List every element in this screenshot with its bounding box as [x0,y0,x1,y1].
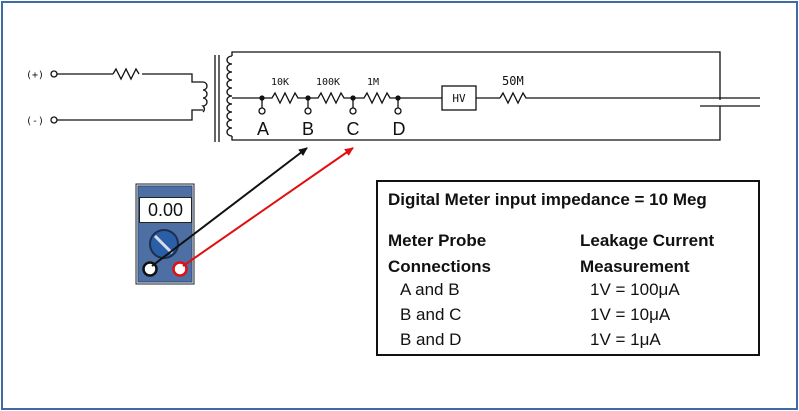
probe-lead-common [151,147,308,267]
resistor-100k-label: 100K [316,77,340,88]
row-connection: A and B [400,280,460,299]
tap-d-pin [394,107,402,115]
terminal-positive: (+) [26,70,58,81]
hv-block-label: HV [452,92,466,105]
column-header-leakage-measurement: Leakage Current Measurement [580,228,714,280]
terminal-negative-label: (-) [26,116,44,127]
resistor-10k-label: 10K [271,77,289,88]
terminal-negative: (-) [26,116,58,127]
row-connection: B and C [400,305,462,324]
tap-a-pin [258,107,266,115]
probe-lead-positive [182,147,354,267]
column-header-line: Leakage Current [580,231,715,250]
column-header-line: Measurement [580,257,690,276]
resistor-10k [262,91,308,105]
resistor-1m [353,91,398,105]
meter-display: 0.00 [139,197,192,223]
resistor-50m-label: 50M [502,74,524,88]
resistor-100k [308,91,353,105]
resistor-50m [499,91,700,105]
row-measurement: 1V = 100μA [590,280,680,299]
terminal-positive-label: (+) [26,70,44,81]
row-measurement: 1V = 1μA [590,330,661,349]
primary-wiring [57,67,203,121]
info-box-title: Digital Meter input impedance = 10 Meg [388,190,707,209]
transformer [201,51,721,142]
tap-d-label: D [393,119,406,139]
column-header-line: Meter Probe [388,231,487,250]
column-header-probe-connections: Meter Probe Connections [388,228,491,280]
tap-c-label: C [347,119,360,139]
tap-b-pin [304,107,312,115]
input-resistor [112,67,140,81]
test-taps [258,95,402,115]
tap-a-label: A [257,119,269,139]
column-header-line: Connections [388,257,491,276]
impedance-info-box: Digital Meter input impedance = 10 Meg M… [376,180,760,356]
tap-b-label: B [302,119,314,139]
row-measurement: 1V = 10μA [590,305,671,324]
resistor-1m-label: 1M [367,77,379,88]
row-connection: B and D [400,330,462,349]
hv-block [441,85,477,111]
resistor-chain [262,91,700,105]
output-capacitor [700,97,760,107]
tap-c-pin [349,107,357,115]
